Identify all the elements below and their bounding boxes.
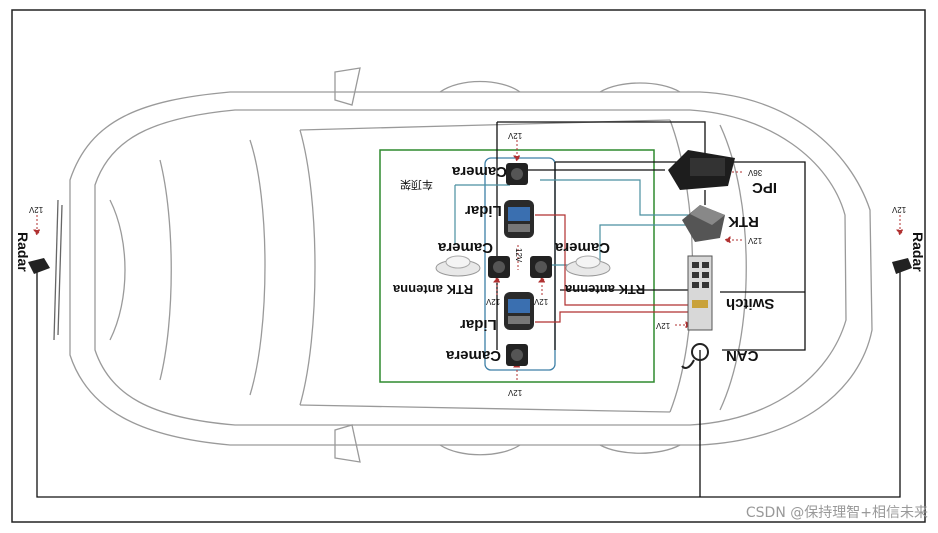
power-12v-label: 12V bbox=[514, 248, 523, 263]
ipc-label: IPC bbox=[752, 179, 778, 196]
rtk-antenna-left-label: RTK antenna bbox=[393, 282, 474, 297]
switch-icon bbox=[687, 255, 713, 331]
lidar-top-label: Lidar bbox=[465, 202, 502, 219]
radar-left-label: Radar bbox=[15, 232, 31, 272]
power-12v-label: 12V bbox=[508, 131, 523, 140]
rtk-antenna-icon bbox=[435, 255, 481, 277]
can-connector-icon bbox=[681, 343, 709, 369]
camera-top-label: Camera bbox=[452, 163, 508, 180]
lidar-icon bbox=[504, 292, 534, 330]
rtk-antenna-icon bbox=[565, 255, 611, 277]
camera-icon bbox=[530, 256, 552, 278]
switch-label: Switch bbox=[726, 295, 775, 312]
radar-icon bbox=[892, 258, 912, 274]
can-label: CAN bbox=[726, 347, 759, 364]
camera-icon bbox=[506, 163, 528, 185]
rtk-box-icon bbox=[682, 205, 725, 242]
radar-icon bbox=[28, 258, 50, 274]
red-wiring bbox=[535, 214, 690, 323]
camera-right-label: Camera bbox=[555, 239, 611, 256]
camera-icon bbox=[506, 344, 528, 366]
radar-right-label: Radar bbox=[910, 232, 926, 272]
power-36v-label: 36V bbox=[748, 168, 763, 177]
power-12v-label: 12V bbox=[29, 205, 44, 214]
power-12v-label: 12V bbox=[534, 297, 549, 306]
rtk-label: RTK bbox=[728, 213, 759, 230]
power-12v-label: 12V bbox=[656, 321, 671, 330]
camera-icon bbox=[488, 256, 510, 278]
lidar-bottom-label: Lidar bbox=[460, 316, 497, 333]
watermark: CSDN @保持理智+相信未来 bbox=[745, 505, 928, 521]
black-wiring bbox=[36, 121, 901, 498]
car-outline bbox=[53, 67, 873, 463]
roof-rack-label: 车顶架 bbox=[400, 178, 433, 190]
power-12v-label: 12V bbox=[748, 236, 763, 245]
camera-bottom-label: Camera bbox=[446, 347, 502, 364]
power-12v-label: 12V bbox=[486, 297, 501, 306]
power-12v-label: 12V bbox=[508, 388, 523, 397]
rtk-antenna-right-label: RTK antenna bbox=[565, 282, 646, 297]
lidar-icon bbox=[504, 200, 534, 238]
outer-frame bbox=[11, 9, 926, 523]
camera-left-label: Camera bbox=[438, 239, 494, 256]
power-12v-label: 12V bbox=[892, 205, 907, 214]
ipc-icon bbox=[668, 150, 735, 190]
